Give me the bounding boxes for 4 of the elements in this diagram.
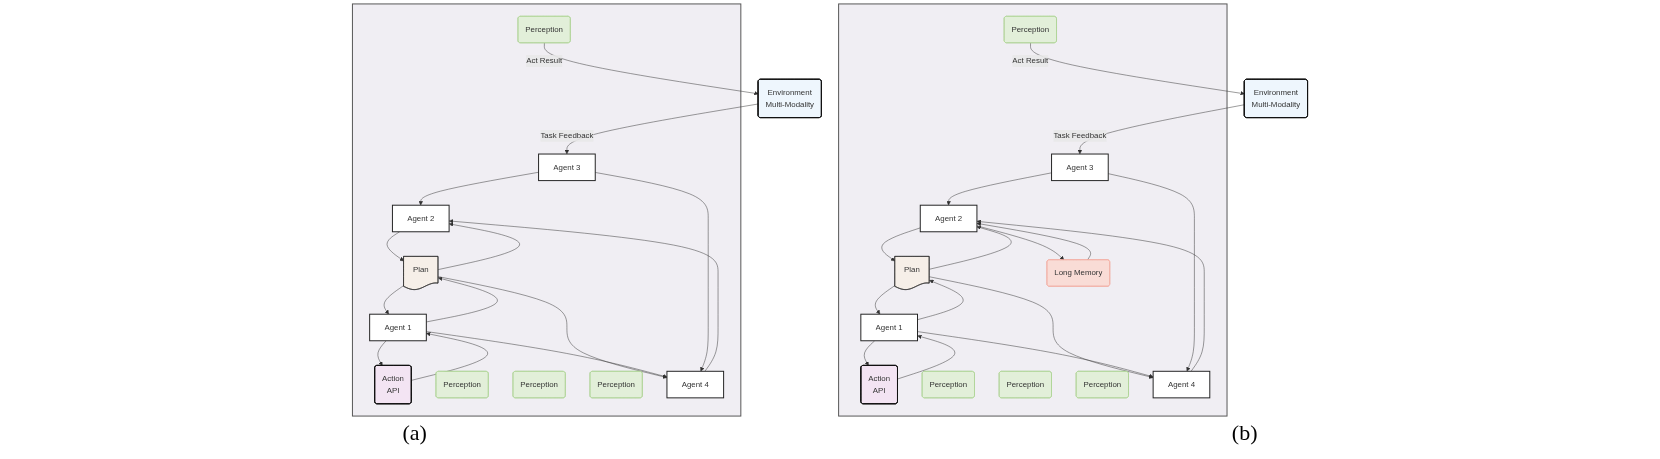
panel-caption: (b) bbox=[1231, 420, 1258, 446]
panel-caption: (a) bbox=[402, 420, 427, 446]
cluster bbox=[838, 3, 1228, 417]
cluster bbox=[351, 3, 742, 417]
